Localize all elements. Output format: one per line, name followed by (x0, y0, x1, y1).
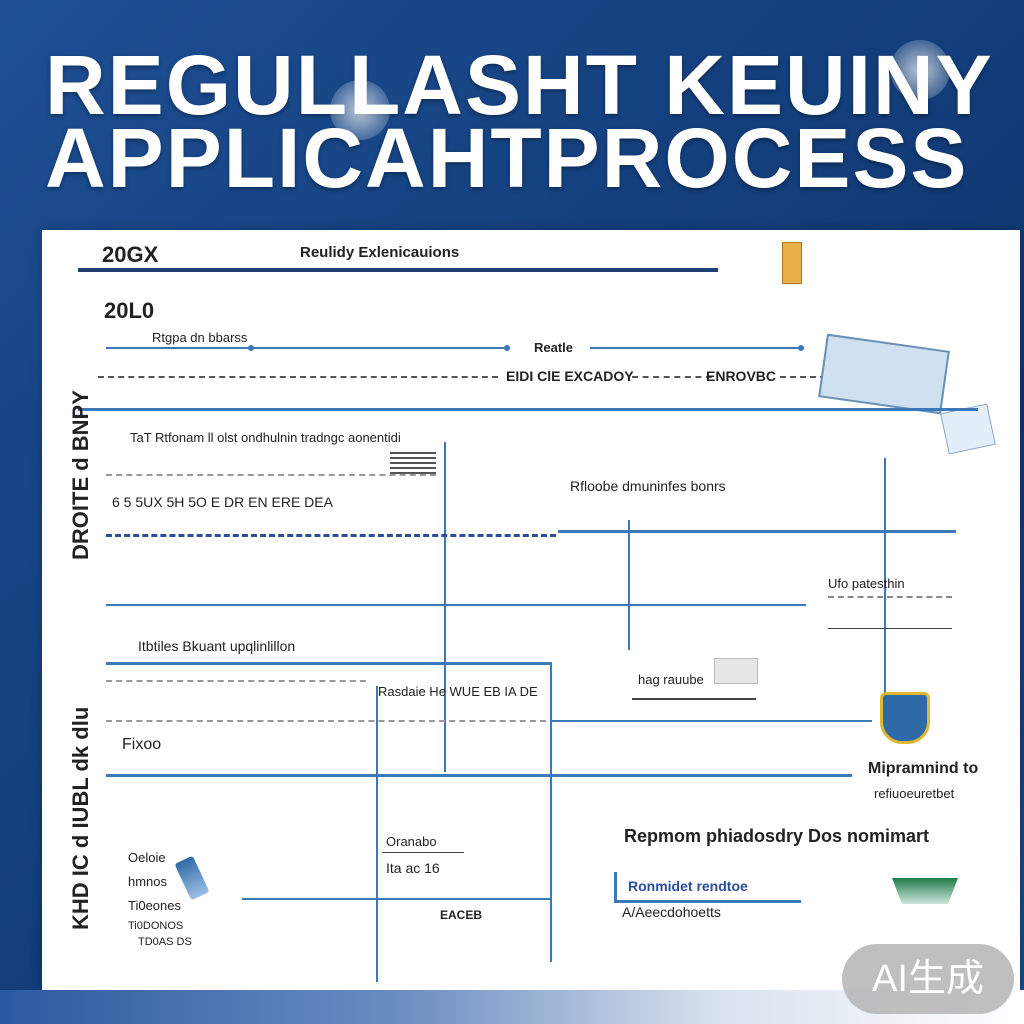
row2-right-label: ENROVBC (706, 368, 777, 384)
section1-bottom-line (106, 604, 806, 606)
left-list-item: hmnos (128, 874, 168, 889)
section2-sub: Rasdaie He WUE EB IA DE (378, 684, 538, 699)
mid-label-1: Oranabo (386, 834, 437, 849)
section2-dashed-line (106, 680, 366, 682)
section2-title: Itbtiles Bkuant upqlinlillon (138, 638, 296, 654)
title-line-2: APPLICAHTPROCESS (45, 111, 969, 205)
section1-separator (106, 534, 556, 537)
year-label: 20L0 (104, 298, 155, 323)
section1-title: TaT Rtfonam ll olst ondhulnin tradngc ao… (130, 430, 401, 445)
mid-rule (382, 852, 464, 853)
section1-dashed-line (106, 474, 436, 476)
left-list-item: Oeloie (128, 850, 166, 865)
top-code: 20GX (102, 242, 159, 267)
mid-label-2: Ita ac 16 (386, 860, 440, 876)
section2-top-line (106, 662, 552, 665)
glint-decoration (330, 80, 390, 140)
box-sub: A/Aeecdohoetts (622, 904, 721, 920)
fix-label: Fixoo (122, 736, 162, 753)
pen-icon (174, 855, 210, 901)
connector-vertical (376, 686, 378, 982)
right-title: Repmom phiadosdry Dos nomimart (624, 826, 930, 846)
row2-dashed-line (632, 376, 712, 378)
section2-bottom-line (106, 774, 852, 777)
row2-dashed-line (780, 376, 836, 378)
badge-icon (782, 242, 802, 284)
document-sheet-icon (940, 403, 996, 455)
row1-line-left (106, 347, 506, 349)
section1-line-right (558, 530, 956, 533)
ext-rule (828, 628, 952, 629)
box-label: Ronmidet rendtoe (628, 878, 748, 894)
row1-mid-label: Reatle (534, 340, 574, 355)
title-line-1: REGULLASHT KEUINY (45, 38, 994, 132)
tray-icon (892, 878, 958, 904)
section2-right-rule (632, 698, 756, 700)
section2-right-label: hag rauube (638, 672, 704, 687)
arrow-line-right (550, 720, 872, 722)
process-document: 20GX Reulidy Exlenicauions 20L0 Rtgpa dn… (42, 230, 1020, 990)
ext-dashed-line (828, 596, 952, 598)
vertical-label-2: KHD IC d IUBL dk dlu (68, 706, 93, 930)
left-list-item: Ti0DONOS (128, 920, 184, 932)
section2-dashed-line (106, 720, 546, 722)
section1-row: 6 5 5UX 5H 5O E DR EN ERE DEA (112, 494, 333, 510)
bottom-arrow-line (242, 898, 552, 900)
top-heading: Reulidy Exlenicauions (300, 244, 460, 261)
section2-ext-label: Ufo patesthin (828, 576, 905, 591)
result-box (614, 872, 801, 903)
vertical-label-1: DROITE d BNPY (68, 390, 93, 560)
row2-mid-label: EIDI ClE EXCADOY (506, 368, 634, 384)
row2-dashed-line (98, 376, 498, 378)
glint-decoration (890, 40, 950, 100)
row1-node (798, 345, 804, 351)
right-label-2: refiuoeuretbet (874, 786, 955, 801)
note-icon (714, 658, 758, 684)
connector-vertical (884, 458, 886, 728)
row1-node (504, 345, 510, 351)
connector-vertical (444, 442, 446, 772)
top-rule (78, 268, 718, 272)
left-list-item: Ti0eones (128, 898, 181, 913)
section1-side: Rfloobe dmuninfes bonrs (570, 478, 726, 494)
right-label-1: Mipramnind to (868, 760, 979, 777)
ai-generated-badge: AI生成 (842, 944, 1014, 1014)
shield-icon (880, 692, 930, 744)
row1-node (248, 345, 254, 351)
left-list-item: TD0AS DS (138, 936, 192, 948)
row1-label: Rtgpa dn bbarss (152, 330, 248, 345)
top-rule-right (78, 408, 978, 411)
row1-line-right (590, 347, 800, 349)
connector-vertical (628, 520, 630, 650)
document-stack-icon (818, 333, 950, 415)
connector-vertical (550, 662, 552, 962)
stack-icon (390, 452, 436, 474)
bottom-mid-label: EACEB (440, 908, 483, 922)
